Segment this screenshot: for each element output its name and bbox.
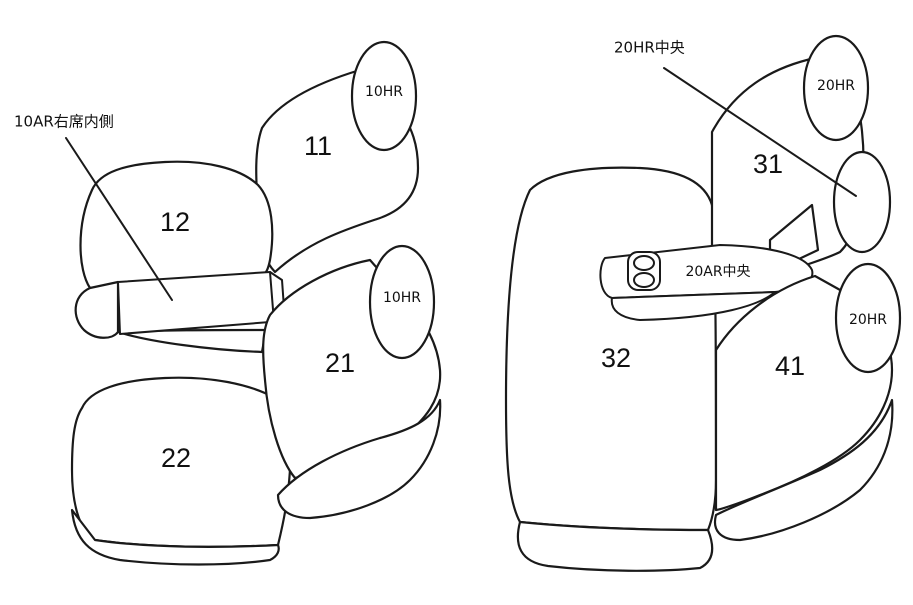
- seat-31-label: 31: [753, 149, 783, 179]
- headrest-10hr-mid: 10HR: [368, 244, 436, 360]
- callout-20hr-center-label: 20HR中央: [614, 39, 685, 57]
- seat-22: 22: [70, 376, 292, 566]
- seat-12: 12: [79, 160, 274, 290]
- armrest-10ar: [117, 271, 285, 335]
- seat-32-label: 32: [601, 343, 631, 373]
- headrest-10hr-top: 10HR: [350, 40, 418, 152]
- headrest-20hr-center: [832, 150, 892, 254]
- headrest-10hr-mid-label: 10HR: [383, 290, 421, 306]
- callout-10ar: 10AR右席内側: [14, 113, 173, 301]
- seat-12-cushion: [74, 280, 120, 339]
- callout-10ar-label: 10AR右席内側: [14, 113, 114, 131]
- seat-12-label: 12: [160, 207, 190, 237]
- seat-41-label: 41: [775, 351, 805, 381]
- armrest-20ar: 20AR中央: [599, 244, 814, 321]
- headrest-20hr-top: 20HR: [802, 34, 870, 142]
- headrest-20hr-right: 20HR: [834, 262, 902, 374]
- seat-22-label: 22: [161, 443, 191, 473]
- headrest-20hr-right-label: 20HR: [849, 312, 887, 328]
- headrest-20hr-top-label: 20HR: [817, 78, 855, 94]
- seat-21-label: 21: [325, 348, 355, 378]
- seat-32: 32: [504, 166, 718, 572]
- headrest-10hr-top-label: 10HR: [365, 84, 403, 100]
- seat-11-label: 11: [304, 131, 332, 161]
- callout-20hr-center: 20HR中央: [614, 39, 857, 197]
- callout-20ar-center-label: 20AR中央: [685, 264, 750, 280]
